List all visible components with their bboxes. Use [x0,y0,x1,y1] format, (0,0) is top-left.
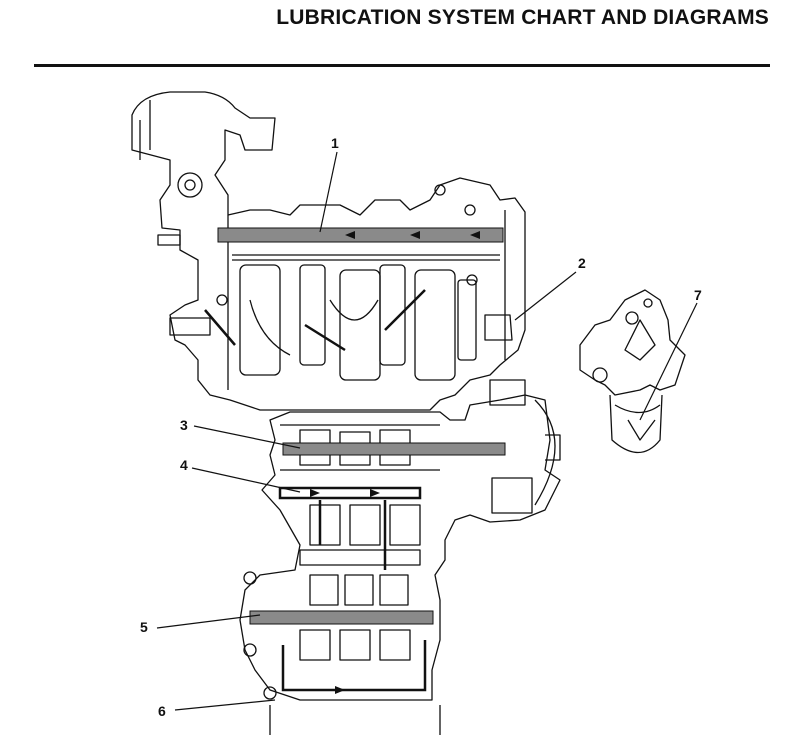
oil-passages [217,227,506,625]
output-shaft-passage [249,610,434,625]
flow-arrows [310,231,480,694]
title-rule [34,64,770,67]
callout-4: 4 [180,457,188,473]
callout-3: 3 [180,417,188,433]
callout-5: 5 [140,619,148,635]
callout-1: 1 [331,135,339,151]
oil-jet-pipe [278,486,422,500]
page-title: LUBRICATION SYSTEM CHART AND DIAGRAMS [276,6,769,29]
transmission-outline [239,379,561,735]
oil-pump-detail [579,289,686,454]
crankcase-outline [131,91,526,411]
leader-lines [156,151,698,711]
callout-6: 6 [158,703,166,719]
oil-return-line [281,640,427,692]
input-shaft-passage [282,442,506,456]
main-oil-gallery [217,227,504,243]
callout-2: 2 [578,255,586,271]
callout-7: 7 [694,287,702,303]
